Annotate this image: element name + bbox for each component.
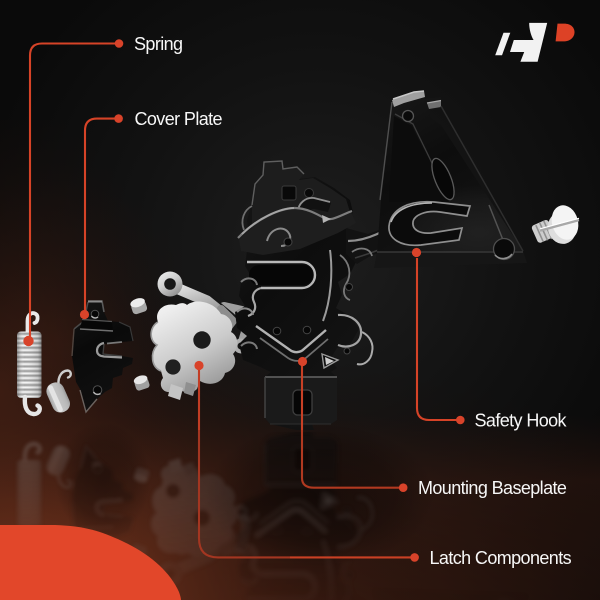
svg-text:Spring: Spring [134,34,182,54]
svg-text:Mounting Baseplate: Mounting Baseplate [418,478,567,498]
svg-text:Safety Hook: Safety Hook [475,411,568,431]
svg-text:Latch Components: Latch Components [430,548,572,568]
svg-text:Cover Plate: Cover Plate [135,109,223,129]
